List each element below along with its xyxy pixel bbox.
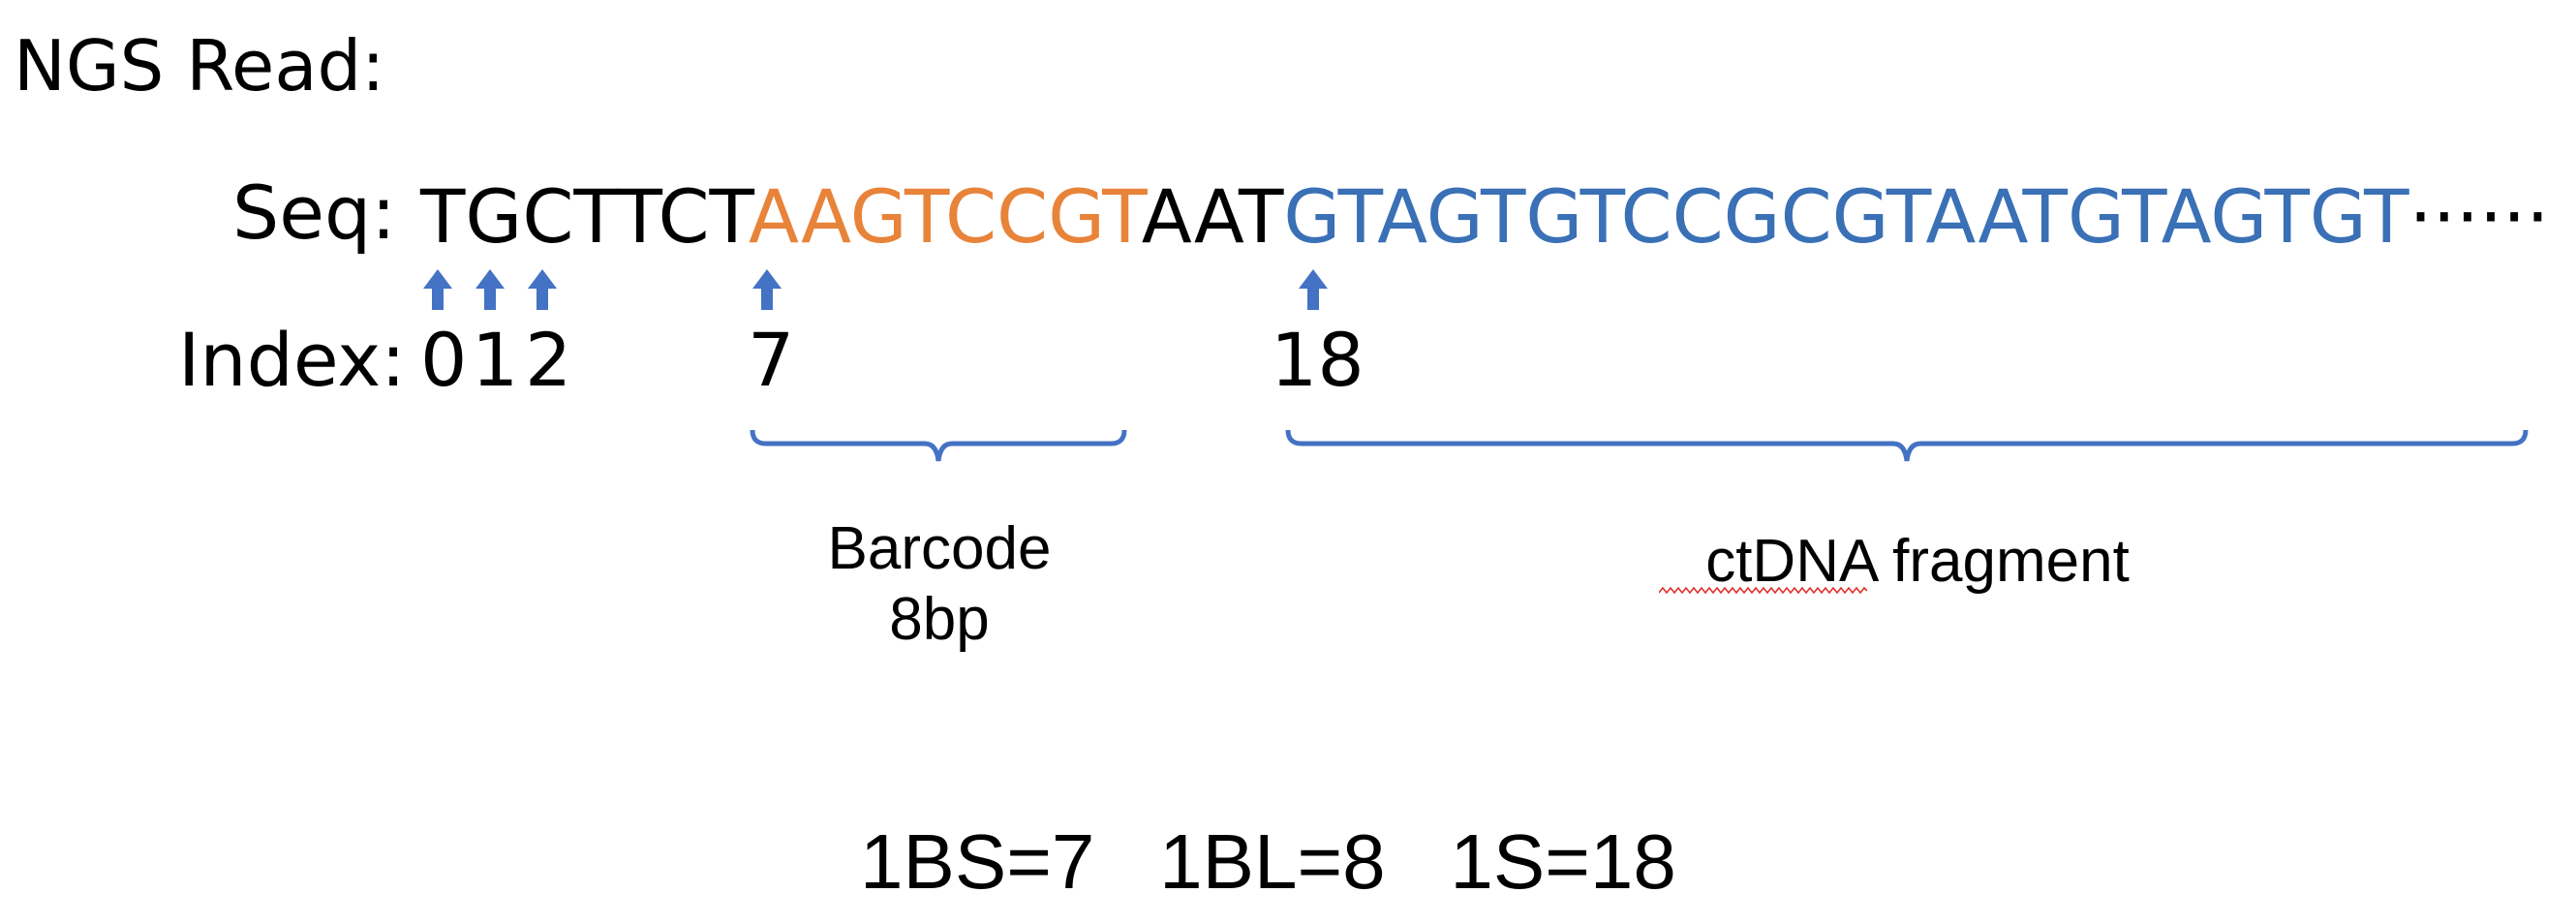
sequence: TGCTTCTAAGTCCGTAATGTAGTGTCCGCGTAATGTAGTG… — [420, 180, 2550, 254]
param-s: 1S=18 — [1450, 818, 1676, 905]
barcode-label-name: Barcode — [827, 515, 1052, 582]
sequence-middle: AAT — [1141, 173, 1284, 260]
arrow-up-icon — [475, 269, 505, 310]
diagram-title: NGS Read: — [14, 25, 385, 107]
arrow-up-icon — [752, 269, 782, 310]
fragment-brace — [1285, 429, 2529, 462]
sequence-prefix: TGCTTCT — [420, 173, 750, 260]
index-2: 2 — [525, 317, 572, 403]
sequence-barcode: AAGTCCGT — [749, 173, 1142, 260]
sequence-ellipsis: ······ — [2408, 173, 2550, 260]
index-arrows — [423, 269, 1328, 310]
fragment-label: ctDNA fragment — [1705, 528, 2130, 595]
sequence-fragment: GTAGTGTCCGCGTAATGTAGTGT — [1283, 173, 2409, 260]
index-7: 7 — [748, 317, 795, 403]
index-label: Index: — [178, 317, 406, 403]
param-bs: 1BS=7 — [860, 818, 1095, 905]
barcode-label: Barcode 8bp — [765, 513, 1114, 655]
barcode-brace — [750, 429, 1127, 462]
seq-label: Seq: — [232, 169, 396, 256]
index-18: 18 — [1271, 317, 1365, 403]
barcode-label-length: 8bp — [889, 586, 990, 654]
index-0: 0 — [420, 317, 468, 403]
parameter-summary: 1BS=7 1BL=8 1S=18 — [860, 823, 1676, 901]
arrow-up-icon — [423, 269, 452, 310]
spellcheck-underline — [1659, 586, 1867, 595]
param-bl: 1BL=8 — [1159, 818, 1386, 905]
arrow-up-icon — [1299, 269, 1328, 310]
index-1: 1 — [472, 317, 519, 403]
arrow-up-icon — [528, 269, 557, 310]
